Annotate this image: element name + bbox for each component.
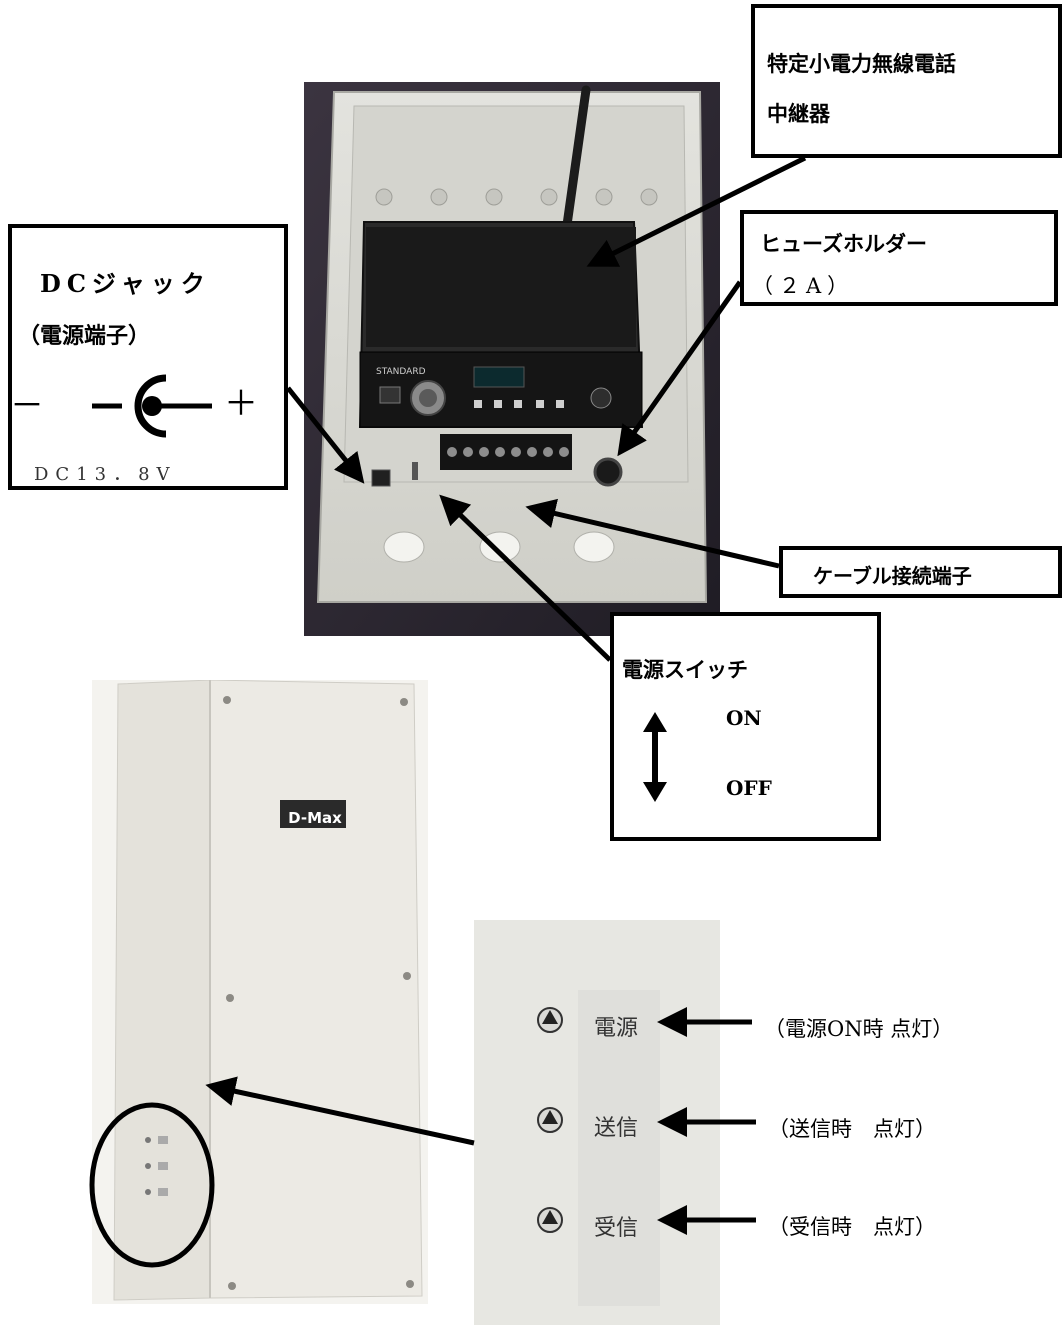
callout-dc-jack: DCジャック （電源端子） － ＋ DC13．8V bbox=[8, 224, 288, 490]
up-down-arrow-icon bbox=[643, 712, 667, 802]
arrow-repeater bbox=[586, 155, 807, 267]
switch-off-label: OFF bbox=[726, 776, 772, 800]
minus-symbol: － bbox=[10, 386, 44, 426]
fuse-label-line2: （２A） bbox=[752, 274, 855, 298]
svg-text:STANDARD: STANDARD bbox=[376, 367, 426, 377]
repeater-label-line1: 特定小電力無線電話 bbox=[767, 51, 956, 76]
cable-terminal-label: ケーブル接続端子 bbox=[813, 564, 972, 588]
led-area-circle bbox=[89, 1102, 215, 1268]
dc-jack-label: DCジャック bbox=[40, 269, 211, 298]
led-label-receive: 受信 bbox=[594, 1216, 639, 1241]
arrow-power-switch bbox=[439, 494, 612, 662]
led-note-receive: （受信時 点灯） bbox=[768, 1215, 936, 1239]
voltage-label: DC13．8V bbox=[34, 464, 177, 485]
arrow-fuse-holder bbox=[617, 280, 743, 457]
repeater-label-line2: 中継器 bbox=[767, 101, 830, 126]
open-enclosure-photo: STANDARD bbox=[304, 82, 720, 636]
led-label-power: 電源 bbox=[594, 1016, 639, 1041]
led-note-power: （電源ON時 点灯） bbox=[764, 1017, 954, 1041]
callout-power-switch: 電源スイッチ ON OFF bbox=[610, 612, 881, 841]
brand-logo: D-Max bbox=[288, 809, 342, 827]
closed-enclosure-photo bbox=[92, 680, 428, 1304]
led-label-send: 送信 bbox=[594, 1116, 639, 1141]
callout-repeater: 特定小電力無線電話 中継器 bbox=[751, 4, 1062, 158]
power-switch-label: 電源スイッチ bbox=[622, 657, 748, 682]
fuse-label-line1: ヒューズホルダー bbox=[760, 231, 927, 256]
arrow-cable-terminal bbox=[525, 498, 780, 569]
callout-cable-terminal: ケーブル接続端子 bbox=[779, 546, 1062, 598]
callout-fuse-holder: ヒューズホルダー （２A） bbox=[740, 210, 1058, 306]
dc-jack-sublabel: （電源端子） bbox=[18, 323, 151, 349]
plus-symbol: ＋ bbox=[224, 384, 258, 424]
switch-on-label: ON bbox=[726, 706, 762, 730]
arrow-led-zoom bbox=[205, 1076, 475, 1146]
arrow-dc-jack bbox=[286, 386, 365, 484]
led-note-send: （送信時 点灯） bbox=[768, 1117, 936, 1141]
dc-polarity-icon bbox=[92, 374, 212, 438]
